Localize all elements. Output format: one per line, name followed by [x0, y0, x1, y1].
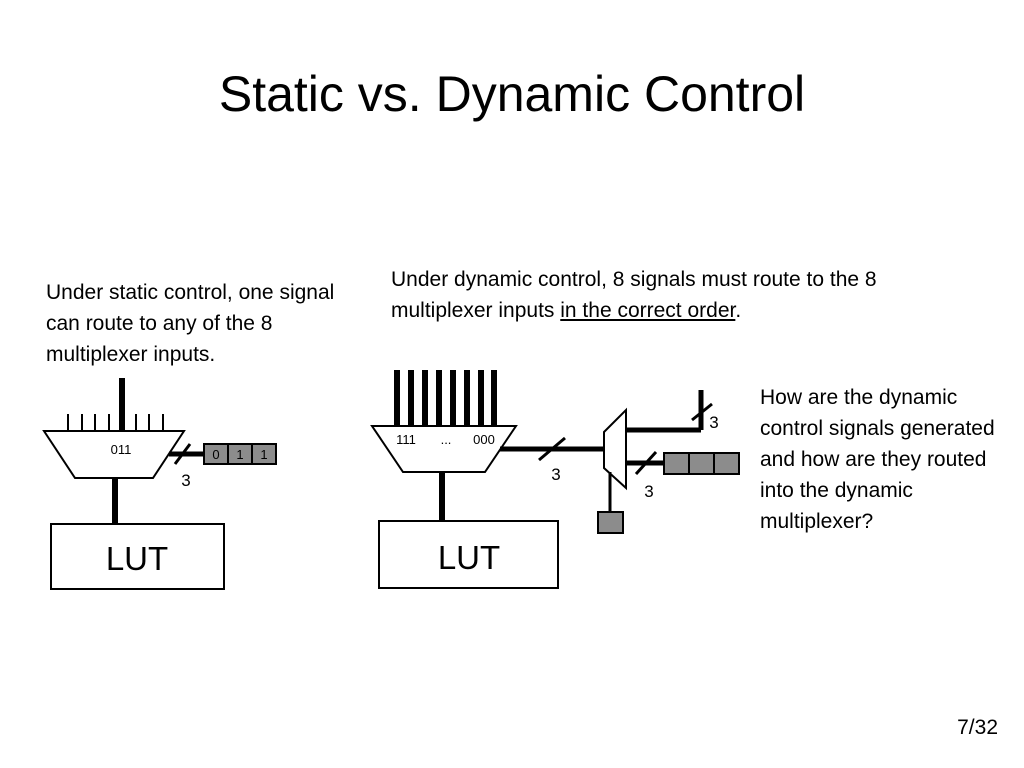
static-lut [50, 523, 225, 590]
control-mux [603, 407, 627, 491]
top-bus-width-label: 3 [709, 413, 718, 432]
dynamic-text-main: Under dynamic control, 8 signals must ro… [391, 268, 877, 322]
dynamic-mux-inputs [394, 370, 497, 426]
page-number: 7/32 [957, 716, 998, 739]
dynamic-register [663, 452, 740, 475]
dynamic-text-underlined: in the correct order [560, 299, 736, 322]
dynamic-control-text: Under dynamic control, 8 signals must ro… [391, 264, 981, 326]
slide-title: Static vs. Dynamic Control [218, 66, 806, 122]
static-register: 0 1 1 [203, 443, 277, 465]
static-mux [42, 430, 186, 479]
static-bus-width-label: 3 [181, 471, 190, 490]
question-text: How are the dynamic control signals gene… [760, 386, 995, 533]
static-register-bit: 1 [260, 447, 267, 462]
dynamic-bus-slash [538, 436, 566, 462]
static-register-bit: 0 [212, 447, 219, 462]
dynamic-diagram: 111 ... 000 3 3 3 [370, 370, 740, 589]
static-control-text: Under static control, one signal can rou… [46, 281, 335, 366]
static-lut-label: LUT [106, 540, 168, 577]
static-bus-slash [173, 443, 192, 465]
reg-bus-width-label: 3 [644, 482, 653, 501]
dynamic-lut-label: LUT [438, 539, 500, 576]
dynamic-mux [370, 425, 518, 473]
static-register-bit: 1 [236, 447, 243, 462]
static-mux-inputs [67, 414, 164, 431]
dynamic-mux-label-left: 111 [396, 432, 416, 447]
dynamic-mux-label-right: 000 [473, 432, 495, 447]
top-bus-slash [691, 402, 713, 422]
dynamic-text-end: . [735, 299, 742, 322]
static-mux-select-label: 011 [111, 442, 132, 457]
dynamic-lut [378, 520, 559, 589]
control-config-bit [597, 511, 624, 534]
dynamic-mux-label-mid: ... [441, 432, 452, 447]
reg-bus-slash [634, 450, 658, 476]
static-diagram: 011 3 0 1 1 LUT [42, 378, 277, 590]
dynamic-bus-width-label: 3 [551, 465, 560, 484]
